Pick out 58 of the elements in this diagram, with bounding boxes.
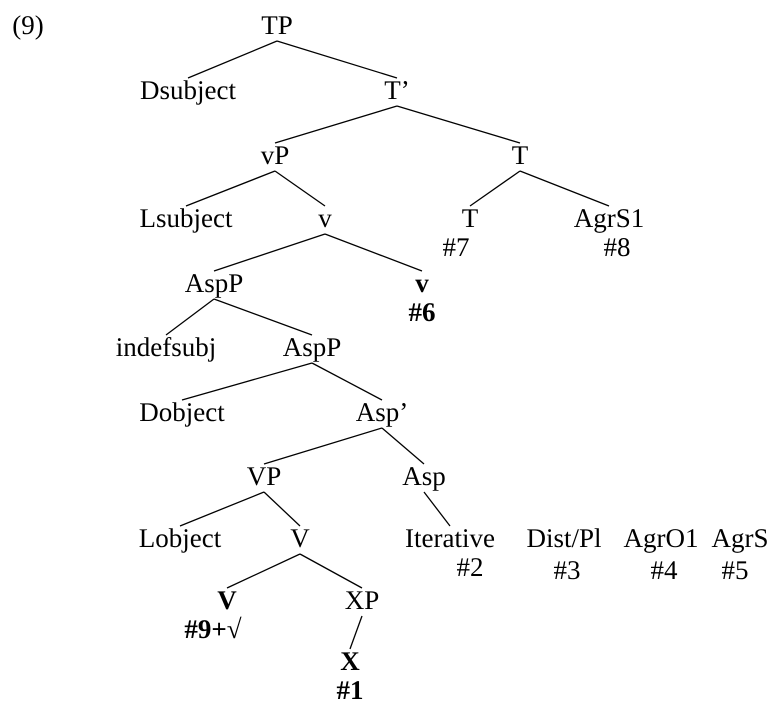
tree-branch (188, 40, 278, 79)
tree-branch (214, 298, 312, 336)
node-label: Lsubject (140, 205, 232, 232)
tree-branch (180, 491, 264, 527)
tree-branch (264, 492, 300, 526)
tree-branch (264, 427, 382, 465)
node-label: Dist/Pl (526, 525, 602, 552)
tree-branch (349, 616, 363, 650)
node-label: vP (260, 142, 290, 169)
feature-number: #4 (650, 557, 678, 584)
tree-branch (300, 553, 362, 589)
tree-branch (520, 170, 610, 207)
feature-number: #2 (456, 554, 484, 581)
feature-number: #1 (336, 677, 364, 704)
tree-branch (214, 233, 326, 272)
node-label: AgrS1 (574, 205, 644, 232)
node-label: Lobject (138, 525, 222, 552)
tree-branch (186, 170, 276, 207)
node-label: Asp (402, 463, 446, 490)
node-label: AgrS (712, 525, 768, 552)
tree-branch (382, 428, 424, 464)
node-label: T (512, 142, 528, 169)
example-number: (9) (12, 12, 44, 39)
tree-branch (182, 362, 312, 401)
tree-branch (312, 362, 382, 401)
feature-number: #3 (554, 557, 580, 584)
node-label: AgrO1 (624, 525, 698, 552)
node-label: Asp’ (356, 399, 408, 426)
node-label: V (217, 587, 237, 614)
node-label: VP (246, 463, 282, 490)
node-label: v (415, 270, 429, 297)
tree-branch (324, 233, 422, 272)
tree-branch (166, 298, 214, 336)
feature-number: #6 (408, 299, 436, 326)
tree-branch (396, 105, 520, 144)
node-label: T (462, 205, 478, 232)
tree-branch (276, 40, 398, 79)
node-label: Dobject (139, 399, 225, 426)
node-label: XP (344, 587, 380, 614)
feature-number: #7 (442, 234, 470, 261)
node-label: indefsubj (116, 334, 216, 361)
node-label: TP (261, 12, 293, 39)
node-label: V (290, 525, 310, 552)
feature-number: #9+√ (184, 616, 242, 643)
tree-branch (226, 553, 300, 589)
node-label: X (340, 648, 360, 675)
feature-number: #5 (722, 557, 748, 584)
node-label: v (318, 205, 332, 232)
node-label: AspP (184, 270, 244, 297)
node-label: Iterative (405, 525, 495, 552)
tree-branch (274, 105, 398, 144)
tree-branch (423, 492, 451, 526)
node-label: AspP (282, 334, 342, 361)
node-label: T’ (384, 77, 410, 104)
tree-branch (274, 170, 326, 207)
node-label: Dsubject (140, 77, 236, 104)
feature-number: #8 (604, 234, 630, 261)
tree-branch (470, 170, 520, 207)
